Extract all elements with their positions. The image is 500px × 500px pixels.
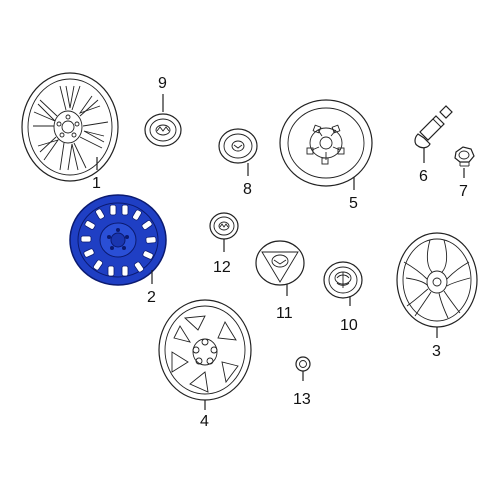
center-cap-icon[interactable] bbox=[218, 128, 258, 164]
callout-1: 1 bbox=[92, 175, 101, 192]
callout-2: 2 bbox=[147, 289, 156, 306]
callout-11: 11 bbox=[276, 305, 293, 322]
callout-4: 4 bbox=[200, 413, 209, 430]
center-cap-emblem-icon[interactable] bbox=[144, 113, 182, 147]
callout-6: 6 bbox=[419, 168, 428, 185]
callout-5: 5 bbox=[349, 195, 358, 212]
callout-7: 7 bbox=[459, 183, 468, 200]
steel-wheel-highlighted-icon[interactable] bbox=[69, 194, 167, 286]
callout-8: 8 bbox=[243, 181, 252, 198]
callout-12: 12 bbox=[213, 259, 231, 276]
valve-stem-icon[interactable] bbox=[414, 105, 453, 149]
alloy-wheel-ten-spoke-icon[interactable] bbox=[21, 72, 119, 182]
spare-wheel-icon[interactable] bbox=[279, 99, 373, 187]
lug-nut-icon[interactable] bbox=[454, 146, 475, 167]
center-cap-icon[interactable] bbox=[323, 261, 363, 299]
alloy-wheel-five-spoke-icon[interactable] bbox=[396, 232, 478, 328]
center-cap-icon[interactable] bbox=[255, 240, 305, 286]
wheel-cover-icon[interactable] bbox=[158, 299, 252, 401]
callout-9: 9 bbox=[158, 75, 167, 92]
nut-washer-icon[interactable] bbox=[295, 356, 311, 372]
callout-13: 13 bbox=[293, 391, 311, 408]
callout-3: 3 bbox=[432, 343, 441, 360]
callout-10: 10 bbox=[340, 317, 358, 334]
center-cap-emblem-icon[interactable] bbox=[209, 212, 239, 240]
